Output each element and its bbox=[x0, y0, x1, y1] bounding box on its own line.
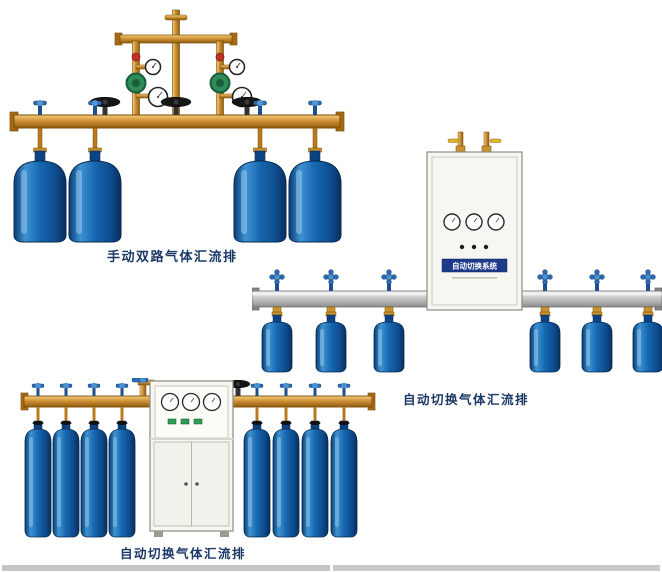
illustration-auto-switch-floor bbox=[20, 378, 376, 538]
yellow-valve-handle bbox=[447, 138, 460, 143]
indicator-lights bbox=[459, 244, 489, 250]
control-cabinet-floor bbox=[149, 380, 234, 537]
main-brass-pipe bbox=[9, 111, 345, 132]
cylinder-top-valves bbox=[32, 421, 350, 425]
pressure-gauge bbox=[228, 58, 246, 76]
cabinet-label-text: 自动切换系统 bbox=[452, 261, 497, 271]
pigtail-drops bbox=[36, 407, 346, 421]
cabinet-gauges bbox=[443, 213, 505, 231]
control-cabinet-wall: 自动切换系统 bbox=[426, 131, 523, 311]
bottom-border-left bbox=[2, 565, 330, 571]
pressure-gauge bbox=[144, 58, 162, 76]
cabinet-riser-pipe bbox=[131, 378, 155, 397]
red-valve-handle bbox=[131, 52, 141, 62]
illustration-manual-dual-manifold bbox=[9, 9, 345, 243]
cabinet-foot bbox=[154, 531, 163, 537]
caption-manual-dual-manifold: 手动双路气体汇流排 bbox=[107, 249, 238, 264]
cabinet-label-strip bbox=[441, 258, 508, 273]
bottom-border-right bbox=[333, 565, 660, 571]
illustration-auto-switch-wall: 自动切换系统 bbox=[252, 131, 662, 373]
caption-auto-switch-wall: 自动切换气体汇流排 bbox=[403, 393, 530, 407]
caption-auto-switch-floor: 自动切换气体汇流排 bbox=[120, 547, 247, 561]
red-valve-handle bbox=[215, 52, 225, 62]
black-handwheel-valves bbox=[89, 96, 263, 115]
cabinet-foot bbox=[220, 531, 229, 537]
left-regulator-station bbox=[125, 52, 169, 108]
cabinet-doors bbox=[153, 441, 230, 527]
yellow-valve-handle bbox=[489, 138, 502, 143]
cabinet-gauges bbox=[160, 392, 222, 412]
cabinet-buttons bbox=[167, 418, 203, 425]
cylinder-valve-knobs bbox=[33, 100, 322, 115]
